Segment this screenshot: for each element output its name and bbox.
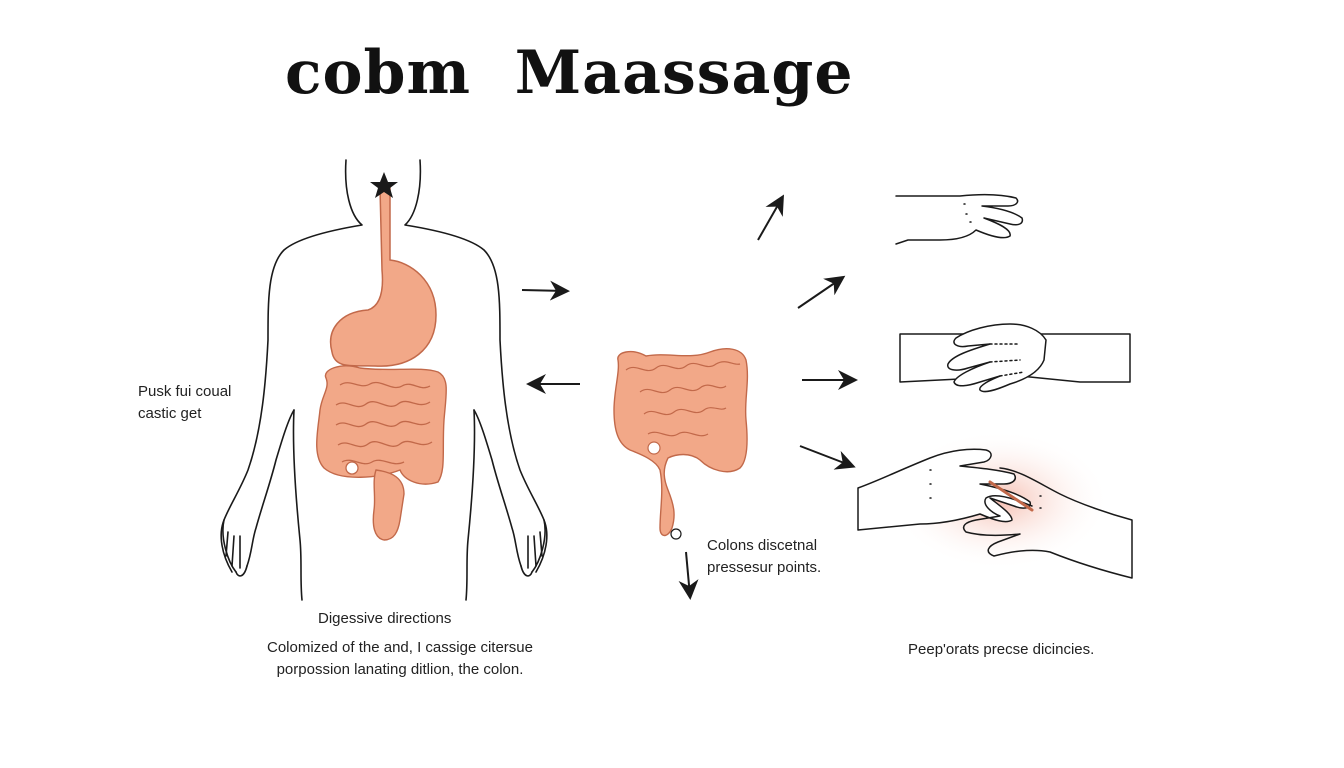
colon-note: Colons discetnal pressesur points. [707, 535, 847, 579]
body-outline [220, 159, 548, 601]
body-intestines [316, 365, 447, 541]
arrow-up-right-icon [757, 194, 784, 241]
star-icon [370, 172, 398, 198]
hand-illustration-stacked [899, 323, 1131, 393]
hands-caption: Peep'orats precse dicincies. [908, 641, 1095, 658]
diagram-title: cobm Maassage [285, 38, 854, 108]
caption-line-1: Colomized of the and, I cassige citersue [267, 639, 533, 656]
side-note-line-1: Pusk fui coual [138, 383, 232, 400]
digestive-heading: Digessive directions [318, 610, 452, 627]
colon-note-line-2: pressesur points. [707, 559, 822, 576]
arrow-right-icon [521, 280, 570, 301]
hand-illustration-flat [895, 193, 1024, 245]
arrow-down-icon [678, 551, 699, 600]
colon-note-line-1: Colons discetnal [707, 537, 818, 554]
caption-line-2: porpossion lanating ditlion, the colon. [276, 661, 524, 678]
arrow-down-right-icon [799, 445, 856, 470]
digestive-caption: Colomized of the and, I cassige citersue… [250, 637, 550, 681]
side-note-line-2: castic get [138, 405, 202, 422]
side-note: Pusk fui coual castic get [138, 381, 268, 425]
body-intestine-coils [335, 381, 433, 475]
arrow-up-right-icon [797, 275, 846, 309]
stomach [329, 187, 437, 367]
colon-illustration [613, 348, 749, 537]
hand-illustration-pressure [857, 430, 1133, 579]
colon-coils [625, 361, 741, 540]
